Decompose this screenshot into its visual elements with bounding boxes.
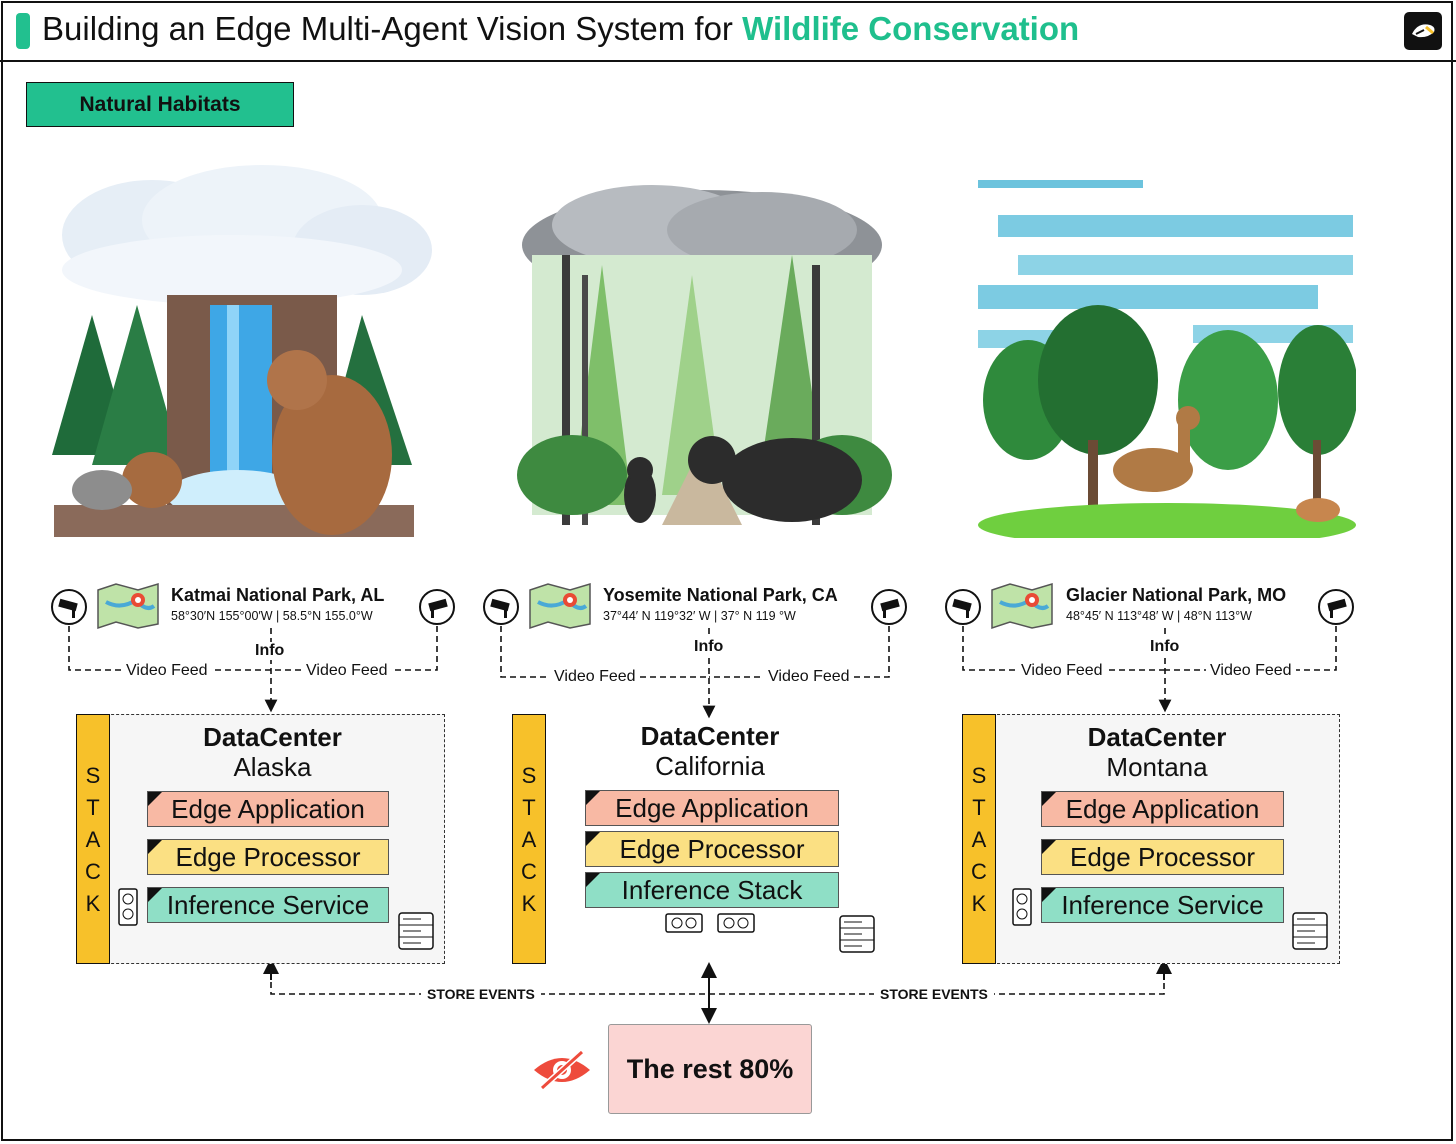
- stack-letter: A: [971, 827, 987, 852]
- gpu-icon: [717, 913, 755, 933]
- layer-edge-application: Edge Application: [585, 790, 839, 826]
- location-coords: 58°30′N 155°00′W | 58.5°N 155.0°W: [171, 609, 373, 623]
- location-name: Katmai National Park, AL: [171, 585, 385, 605]
- location-label: Katmai National Park, AL 58°30′N 155°00′…: [171, 585, 384, 623]
- map-pin-icon: [529, 582, 591, 630]
- datacenter-alaska: S T A C K DataCenter Alaska Edge Applica…: [76, 714, 445, 964]
- video-feed-label: Video Feed: [550, 668, 640, 686]
- title-bar: Building an Edge Multi-Agent Vision Syst…: [0, 0, 1456, 62]
- datacenter-region: Alaska: [233, 751, 312, 782]
- eye-slash-icon: [534, 1049, 590, 1091]
- brand-logo-icon: [1404, 12, 1442, 50]
- gpu-icon: [118, 888, 138, 926]
- datacenter-name: DataCenter: [640, 721, 780, 751]
- datacenter-montana: S T A C K DataCenter Montana Edge Applic…: [962, 714, 1340, 964]
- server-icon: [839, 915, 875, 953]
- map-pin-icon: [991, 582, 1053, 630]
- layer-edge-processor: Edge Processor: [1041, 839, 1284, 875]
- info-label: Info: [251, 642, 289, 660]
- gpu-icon: [1012, 888, 1032, 926]
- layer-edge-application: Edge Application: [1041, 791, 1284, 827]
- info-label: Info: [690, 638, 728, 656]
- datacenter-title: DataCenter Alaska: [89, 722, 456, 783]
- section-tag: Natural Habitats: [26, 82, 294, 127]
- map-pin-icon: [97, 582, 159, 630]
- stack-bar: S T A C K: [962, 714, 996, 964]
- stack-bar: S T A C K: [76, 714, 110, 964]
- stack-letter: S: [971, 763, 987, 788]
- info-label: Info: [1146, 638, 1184, 656]
- store-events-label: STORE EVENTS: [421, 986, 541, 1002]
- title-accent-bar: [16, 13, 30, 49]
- stack-letter: A: [85, 827, 101, 852]
- stack-letter: K: [971, 891, 987, 916]
- waterfall-bears-illustration: [52, 165, 432, 537]
- layer-inference-service: Inference Service: [147, 887, 389, 923]
- datacenter-name: DataCenter: [203, 722, 342, 752]
- video-feed-label: Video Feed: [764, 668, 854, 686]
- page-title: Building an Edge Multi-Agent Vision Syst…: [42, 10, 1079, 48]
- video-feed-label: Video Feed: [1017, 662, 1107, 680]
- location-label: Yosemite National Park, CA 37°44′ N 119°…: [603, 585, 838, 623]
- camera-icon: [51, 589, 87, 625]
- location-coords: 37°44′ N 119°32′ W | 37° N 119 °W: [603, 609, 796, 623]
- datacenter-region: California: [655, 750, 765, 781]
- video-feed-label: Video Feed: [122, 662, 212, 680]
- meadow-deer-illustration: [978, 180, 1356, 538]
- layer-inference-service: Inference Service: [1041, 887, 1284, 923]
- gpu-icon: [665, 913, 703, 933]
- stack-letter: C: [971, 859, 987, 884]
- camera-icon: [483, 589, 519, 625]
- title-text: Building an Edge Multi-Agent Vision Syst…: [42, 10, 743, 47]
- stack-letter: A: [521, 827, 537, 852]
- camera-icon: [419, 589, 455, 625]
- stack-letter: K: [85, 891, 101, 916]
- server-icon: [1292, 912, 1328, 950]
- stack-letter: T: [972, 795, 986, 820]
- camera-icon: [945, 589, 981, 625]
- stack-letter: S: [85, 763, 101, 788]
- stack-bar: S T A C K: [512, 714, 546, 964]
- location-coords: 48°45′ N 113°48′ W | 48°N 113°W: [1066, 609, 1252, 623]
- stack-letter: C: [521, 859, 537, 884]
- layer-edge-application: Edge Application: [147, 791, 389, 827]
- title-highlight: Wildlife Conservation: [742, 10, 1080, 47]
- location-name: Yosemite National Park, CA: [603, 585, 838, 605]
- location-label: Glacier National Park, MO 48°45′ N 113°4…: [1066, 585, 1286, 623]
- stack-letter: K: [521, 891, 537, 916]
- layer-edge-processor: Edge Processor: [147, 839, 389, 875]
- datacenter-title: DataCenter California: [560, 721, 860, 782]
- camera-icon: [871, 589, 907, 625]
- datacenter-title: DataCenter Montana: [969, 722, 1345, 783]
- store-events-label: STORE EVENTS: [874, 986, 994, 1002]
- layer-edge-processor: Edge Processor: [585, 831, 839, 867]
- video-feed-label: Video Feed: [1206, 662, 1296, 680]
- datacenter-region: Montana: [1106, 751, 1208, 782]
- layer-inference-stack: Inference Stack: [585, 872, 839, 908]
- video-feed-label: Video Feed: [302, 662, 392, 680]
- datacenter-name: DataCenter: [1087, 722, 1227, 752]
- forest-black-bears-illustration: [517, 185, 892, 525]
- location-name: Glacier National Park, MO: [1066, 585, 1287, 605]
- rest-80-box: The rest 80%: [608, 1024, 812, 1114]
- stack-letter: T: [522, 795, 536, 820]
- camera-icon: [1318, 589, 1354, 625]
- stack-letter: S: [521, 763, 537, 788]
- server-icon: [398, 912, 434, 950]
- stack-letter: C: [85, 859, 101, 884]
- stack-letter: T: [86, 795, 100, 820]
